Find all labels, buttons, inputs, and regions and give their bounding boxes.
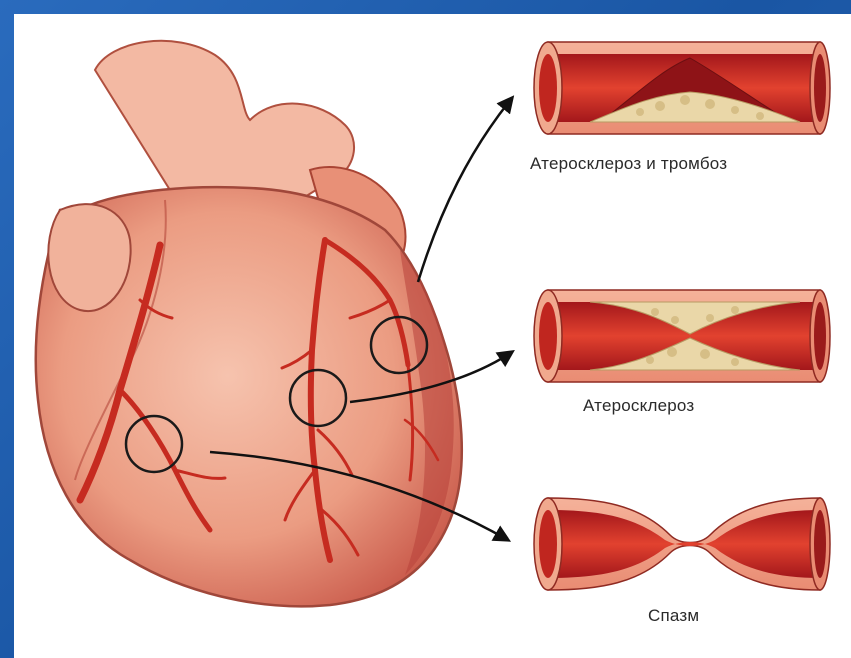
label-atherosclerosis: Атеросклероз xyxy=(583,396,694,416)
vessel-thrombosis xyxy=(534,42,830,134)
vessel-spasm xyxy=(534,498,830,590)
label-thrombosis: Атеросклероз и тромбоз xyxy=(530,154,727,174)
label-spasm: Спазм xyxy=(648,606,699,626)
vessel-atherosclerosis xyxy=(534,290,830,382)
arrow-to-thrombosis xyxy=(418,98,512,282)
